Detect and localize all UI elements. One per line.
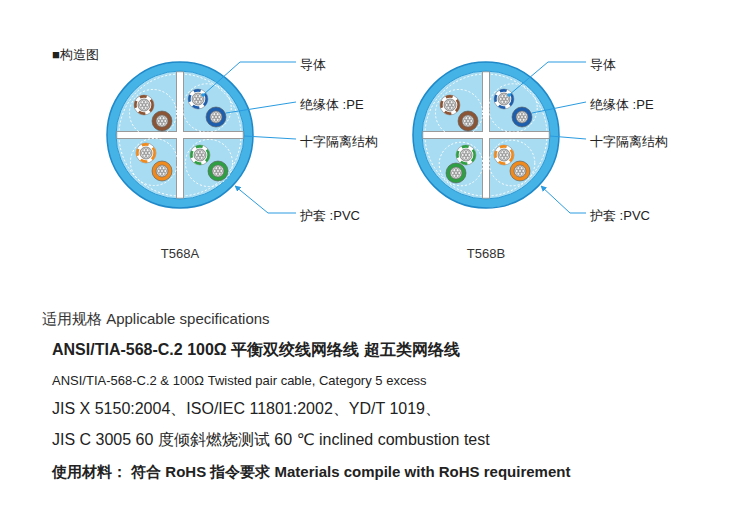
- pair-boundary: [439, 142, 483, 186]
- leader-line: [532, 102, 586, 113]
- text-wrap: ■构造图: [52, 44, 99, 64]
- pair-boundary: [185, 139, 232, 186]
- wire: [136, 143, 156, 163]
- wire: [458, 111, 478, 131]
- text-wrap: JIS C 3005 60 度倾斜燃烧测试 60 ℃ inclined comb…: [52, 430, 490, 450]
- pair-boundary: [489, 140, 535, 186]
- spec-line: JIS C 3005 60 度倾斜燃烧测试 60 ℃ inclined comb…: [52, 431, 490, 448]
- leader-line: [541, 186, 586, 213]
- text-wrap: ANSI/TIA-568-C.2 100Ω 平衡双绞线网络线 超五类网络线: [52, 340, 460, 360]
- spec-line: JIS X 5150:2004、ISO/IEC 11801:2002、YD/T …: [52, 400, 441, 417]
- text-wrap: 导体: [590, 54, 616, 74]
- cable-cross-section: T568B: [411, 60, 561, 210]
- wire: [134, 95, 154, 115]
- spec-line: ANSI/TIA-568-C.2 100Ω 平衡双绞线网络线 超五类网络线: [52, 341, 460, 358]
- wire: [494, 145, 514, 165]
- wire: [206, 107, 226, 127]
- figure-title: ■构造图: [52, 47, 99, 62]
- wire: [446, 163, 466, 183]
- callout-label: 护套 :PVC: [590, 208, 650, 223]
- pvc-jacket: [107, 62, 253, 208]
- leader-line: [226, 102, 296, 113]
- callout-label: 十字隔离结构: [300, 134, 378, 149]
- text-wrap: 护套 :PVC: [300, 205, 360, 225]
- wire: [494, 89, 514, 109]
- text-wrap: 护套 :PVC: [590, 205, 650, 225]
- leader-line: [244, 136, 296, 139]
- text-wrap: 使用材料： 符合 RoHS 指令要求 Materials compile wit…: [52, 462, 570, 482]
- spec-line: ANSI/TIA-568-C.2 & 100Ω Twisted pair cab…: [52, 373, 427, 388]
- wire: [510, 161, 530, 181]
- text-wrap: JIS X 5150:2004、ISO/IEC 11801:2002、YD/T …: [52, 399, 441, 419]
- cross-separator: [117, 72, 243, 198]
- cable-core: [422, 71, 550, 199]
- wire: [512, 107, 532, 127]
- cable-standard-label: T568A: [161, 246, 199, 261]
- wire: [440, 95, 460, 115]
- callout-label: 导体: [590, 57, 616, 72]
- pair-boundary: [435, 89, 482, 136]
- cable-cross-section: T568A: [105, 60, 255, 210]
- callout-label: 绝缘体 :PE: [300, 97, 364, 112]
- leader-dot: [201, 93, 205, 97]
- text-wrap: 导体: [300, 54, 326, 74]
- wire: [188, 89, 208, 109]
- text-wrap: 绝缘体 :PE: [590, 94, 654, 114]
- callout-label: 护套 :PVC: [300, 208, 360, 223]
- text-wrap: T568A: [105, 243, 255, 263]
- wire: [152, 161, 172, 181]
- wire: [190, 145, 210, 165]
- pair-boundary: [130, 138, 177, 185]
- leader-line: [235, 186, 296, 213]
- text-wrap: 十字隔离结构: [300, 131, 378, 151]
- text-wrap: 十字隔离结构: [590, 131, 668, 151]
- spec-line: 使用材料： 符合 RoHS 指令要求 Materials compile wit…: [52, 463, 570, 480]
- text-wrap: 适用规格 Applicable specifications: [42, 309, 270, 329]
- wire: [152, 111, 172, 131]
- cable-outline: [105, 60, 255, 210]
- text-wrap: ANSI/TIA-568-C.2 & 100Ω Twisted pair cab…: [52, 370, 427, 390]
- pvc-jacket: [413, 62, 559, 208]
- cross-separator: [423, 72, 549, 198]
- spec-heading: 适用规格 Applicable specifications: [42, 310, 270, 327]
- callout-label: 绝缘体 :PE: [590, 97, 654, 112]
- text-wrap: T568B: [411, 243, 561, 263]
- pair-boundary: [129, 89, 176, 136]
- wire: [456, 145, 476, 165]
- leader-line: [203, 62, 296, 95]
- leader-line: [509, 62, 586, 95]
- cable-core: [116, 71, 244, 199]
- text-wrap: 绝缘体 :PE: [300, 94, 364, 114]
- callout-label: 导体: [300, 57, 326, 72]
- cable-standard-label: T568B: [467, 246, 505, 261]
- leader-dot: [507, 93, 511, 97]
- cable-outline: [411, 60, 561, 210]
- wire: [208, 161, 228, 181]
- callout-label: 十字隔离结构: [590, 134, 668, 149]
- leader-line: [550, 136, 586, 139]
